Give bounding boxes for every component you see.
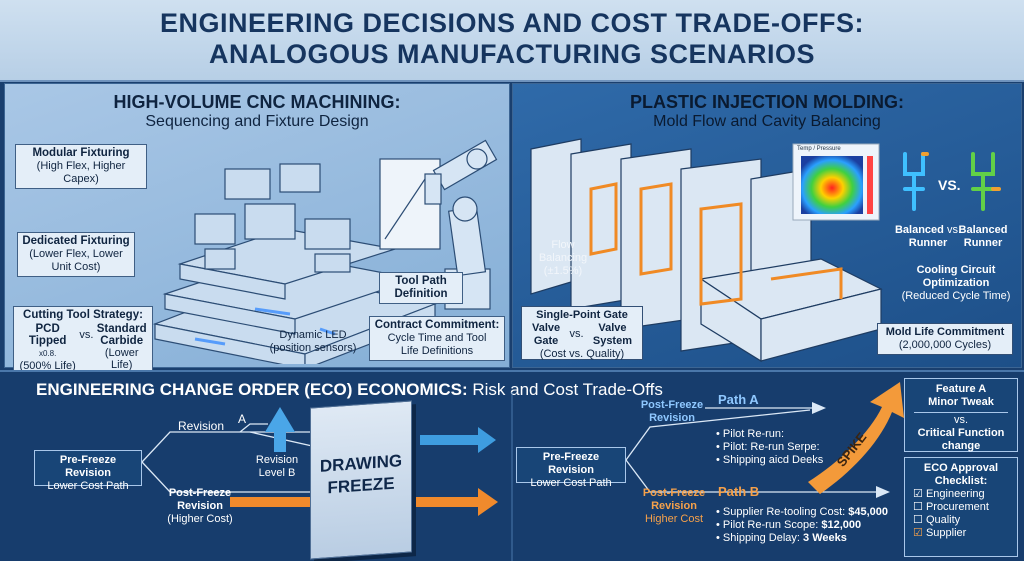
drawing-freeze-line1: DRAWING	[319, 451, 403, 476]
path-a-item: Pilot: Re-run Serpe:	[716, 441, 823, 454]
heatmap-label: Temp / Pressure	[797, 146, 841, 152]
checkbox-empty-icon: ☐	[913, 514, 923, 526]
path-b-item: Shipping Delay: 3 Weeks	[716, 532, 888, 545]
drawing-freeze-wall: DRAWING FREEZE	[310, 400, 412, 560]
flow-heatmap	[792, 143, 880, 221]
page-title-line1: ENGINEERING DECISIONS AND COST TRADE-OFF…	[159, 8, 865, 38]
path-b-label: Path B	[718, 484, 760, 499]
cnc-panel: HIGH-VOLUME CNC MACHINING: Sequencing an…	[4, 83, 510, 375]
header-banner: ENGINEERING DECISIONS AND COST TRADE-OFF…	[0, 0, 1024, 82]
path-b-item: Pilot Re-run Scope: $12,000	[716, 519, 888, 532]
revision-a-label: A	[238, 412, 247, 426]
eco-panel: ENGINEERING CHANGE ORDER (ECO) ECONOMICS…	[0, 370, 1024, 561]
cutting-tool-title: Cutting Tool Strategy:	[23, 309, 143, 321]
path-b-items: Supplier Re-tooling Cost: $45,000 Pilot …	[716, 506, 888, 545]
path-a-items: Pilot Re-run: Pilot: Re-run Serpe: Shipp…	[716, 428, 823, 467]
dynamic-led-label: Dynamic LED(position sensors)	[269, 329, 357, 354]
modular-fixturing-label: Modular Fixturing(High Flex, Higher Cape…	[15, 144, 147, 189]
path-b-item: Supplier Re-tooling Cost: $45,000	[716, 506, 888, 519]
path-a-label: Path A	[718, 392, 759, 407]
checklist-item-supplier[interactable]: ☑ Supplier	[913, 527, 967, 539]
checklist-item-quality[interactable]: ☐ Quality	[913, 514, 961, 526]
page-title-line2: ANALOGOUS MANUFACTURING SCENARIOS	[208, 39, 815, 69]
path-a-item: Shipping aicd Deeks	[716, 454, 823, 467]
checkbox-checked-icon: ☑	[913, 488, 923, 500]
revision-label: Revision	[178, 419, 225, 433]
balanced-runner-a-label: Balanced vs.Runner	[894, 224, 962, 249]
checklist-item-engineering[interactable]: ☑ Engineering	[913, 488, 985, 500]
eco-title: ENGINEERING CHANGE ORDER (ECO) ECONOMICS…	[36, 380, 663, 399]
cnc-title: HIGH-VOLUME CNC MACHINING:	[113, 92, 401, 112]
path-a-item: Pilot Re-run:	[716, 428, 823, 441]
checkbox-empty-icon: ☐	[913, 501, 923, 513]
mold-life-commitment-box: Mold Life Commitment(2,000,000 Cycles)	[877, 323, 1013, 355]
cnc-subtitle: Sequencing and Fixture Design	[145, 113, 369, 130]
molding-panel: PLASTIC INJECTION MOLDING: Mold Flow and…	[512, 83, 1022, 368]
checkbox-checked-icon: ☑	[913, 527, 923, 539]
molding-subtitle: Mold Flow and Cavity Balancing	[653, 113, 881, 130]
drawing-freeze-line2: FREEZE	[327, 473, 395, 498]
checklist-item-procurement[interactable]: ☐ Procurement	[913, 501, 989, 513]
runner-vs-label: VS.	[938, 177, 961, 193]
robot-arm-illustration	[379, 139, 498, 310]
molding-title: PLASTIC INJECTION MOLDING:	[630, 92, 904, 112]
runner-comparison-illustration	[903, 152, 1001, 211]
